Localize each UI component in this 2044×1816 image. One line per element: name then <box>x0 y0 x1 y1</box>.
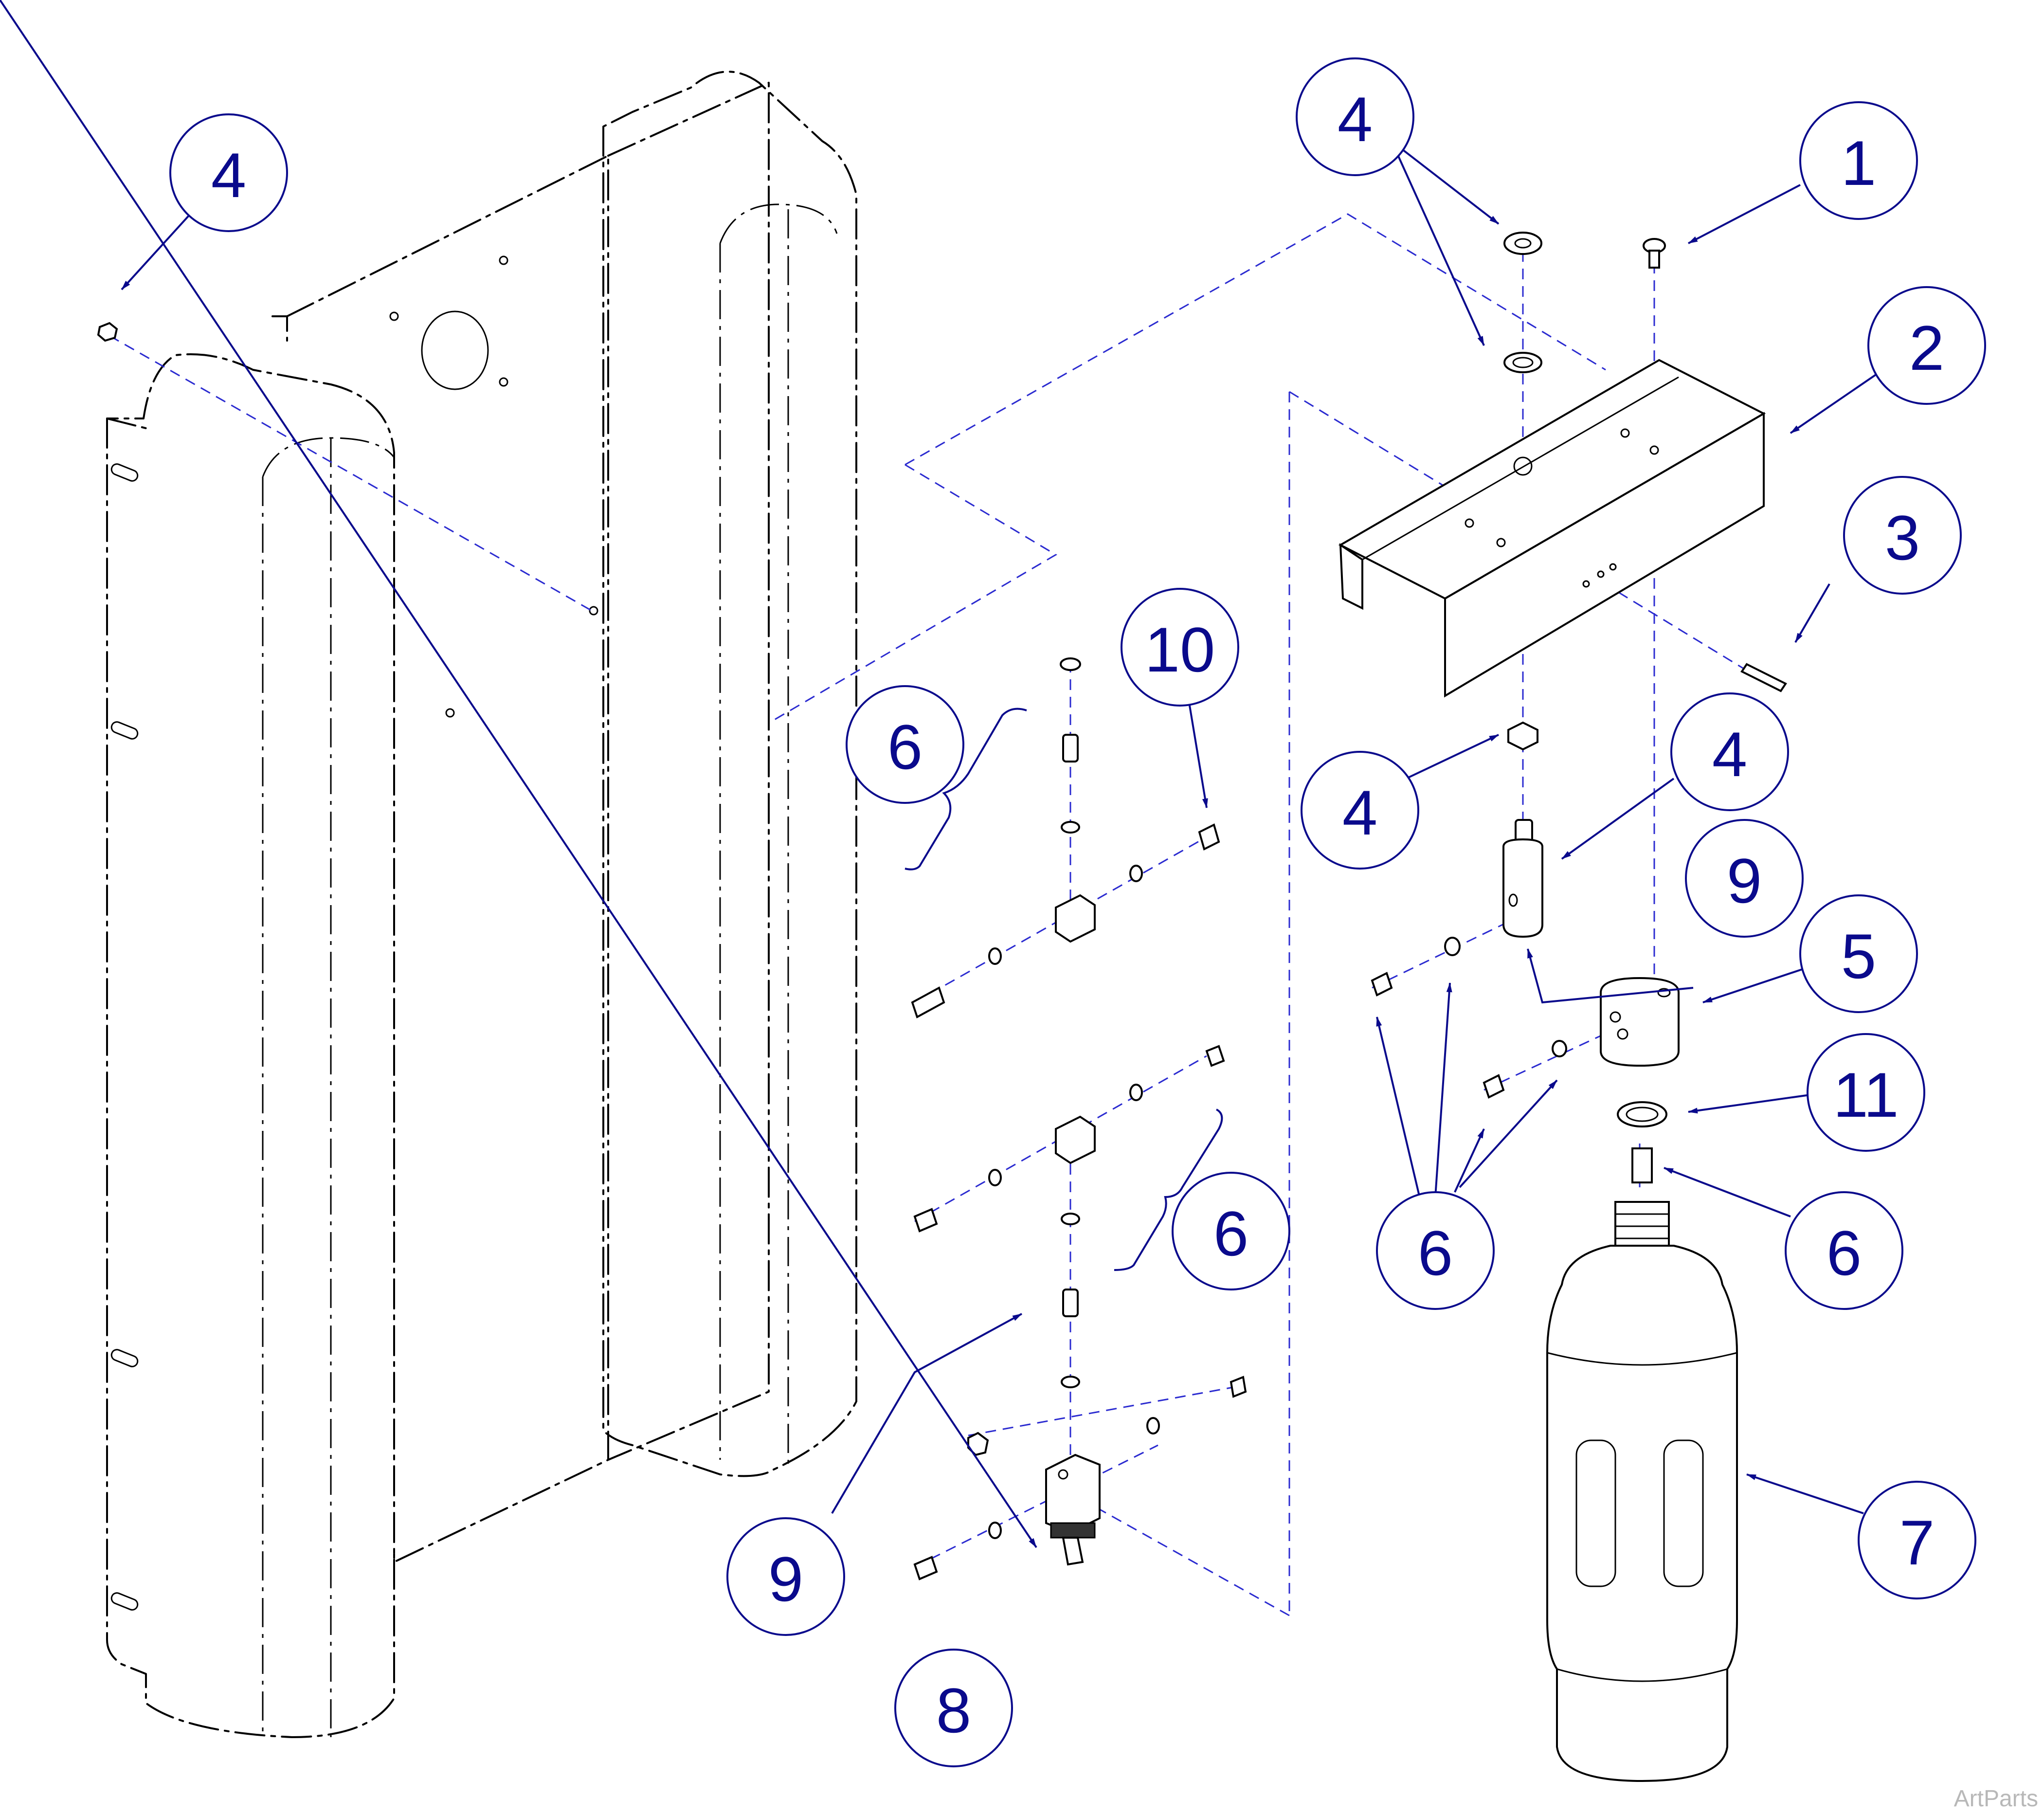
callout-10: 10 <box>1121 588 1239 707</box>
callout-1: 1 <box>1799 101 1918 220</box>
svg-text:6: 6 <box>1827 1217 1862 1289</box>
svg-text:2: 2 <box>1909 312 1944 383</box>
callout-balloons: 4 4 1 2 3 10 6 4 <box>169 57 1986 1767</box>
callout-3: 3 <box>1843 476 1962 595</box>
callout-6-lower: 6 <box>1172 1172 1290 1290</box>
lower-group-brace <box>1114 1108 1223 1271</box>
callout-left-4: 4 <box>169 113 288 232</box>
callout-8: 8 <box>894 1649 1013 1767</box>
svg-text:6: 6 <box>887 711 923 782</box>
callout-6-right: 6 <box>1785 1191 1903 1310</box>
svg-text:6: 6 <box>1213 1198 1248 1269</box>
panel-slots <box>110 463 139 1611</box>
hardware-parts <box>97 232 1787 1183</box>
svg-text:4: 4 <box>211 140 246 211</box>
callout-6-group: 6 <box>1376 1191 1495 1310</box>
callout-9-right: 9 <box>1685 819 1804 938</box>
svg-text:11: 11 <box>1833 1059 1899 1130</box>
svg-text:3: 3 <box>1885 502 1920 573</box>
mounting-bracket <box>1338 359 1766 698</box>
cabinet-assembly <box>106 71 857 1738</box>
svg-text:8: 8 <box>936 1675 971 1746</box>
callout-4-fitting: 4 <box>1670 692 1789 811</box>
watermark-text: ArtParts <box>1954 1786 2038 1812</box>
callout-2: 2 <box>1867 286 1986 405</box>
reservoir-bottle <box>1546 1201 1738 1782</box>
callout-6-upper: 6 <box>846 685 964 804</box>
svg-text:10: 10 <box>1145 614 1215 685</box>
svg-text:1: 1 <box>1841 127 1876 199</box>
svg-text:4: 4 <box>1712 719 1747 790</box>
lower-manifold-group <box>913 1045 1247 1580</box>
callout-11: 11 <box>1807 1033 1925 1152</box>
svg-text:9: 9 <box>768 1544 803 1615</box>
callout-7: 7 <box>1858 1481 1976 1599</box>
upper-group-brace <box>904 708 1027 871</box>
svg-text:6: 6 <box>1418 1217 1453 1289</box>
callout-5: 5 <box>1799 894 1918 1013</box>
svg-text:4: 4 <box>1338 84 1373 155</box>
panel-holes <box>389 255 598 718</box>
callout-top-4: 4 <box>1296 57 1414 176</box>
leader-lines <box>0 0 1884 1548</box>
upper-manifold-group <box>911 657 1220 1018</box>
svg-text:4: 4 <box>1342 777 1377 848</box>
callout-9-left: 9 <box>726 1517 845 1636</box>
svg-text:9: 9 <box>1727 845 1762 916</box>
svg-text:5: 5 <box>1841 921 1876 992</box>
svg-text:7: 7 <box>1899 1507 1935 1578</box>
callout-4-nut: 4 <box>1301 751 1419 870</box>
